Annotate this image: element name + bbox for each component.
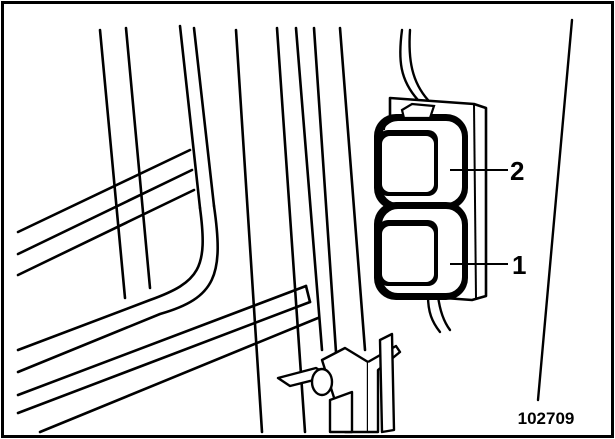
door-latch	[276, 332, 402, 434]
door-window-frame	[16, 24, 367, 434]
body-pillar-edge	[536, 18, 574, 402]
switch-plate-edge	[473, 103, 477, 299]
callout-1-label: 1	[512, 250, 526, 280]
figure-reference-number: 102709	[518, 409, 575, 428]
switch-1	[374, 202, 468, 300]
switch-2	[374, 102, 468, 210]
callout-2-label: 2	[510, 156, 524, 186]
